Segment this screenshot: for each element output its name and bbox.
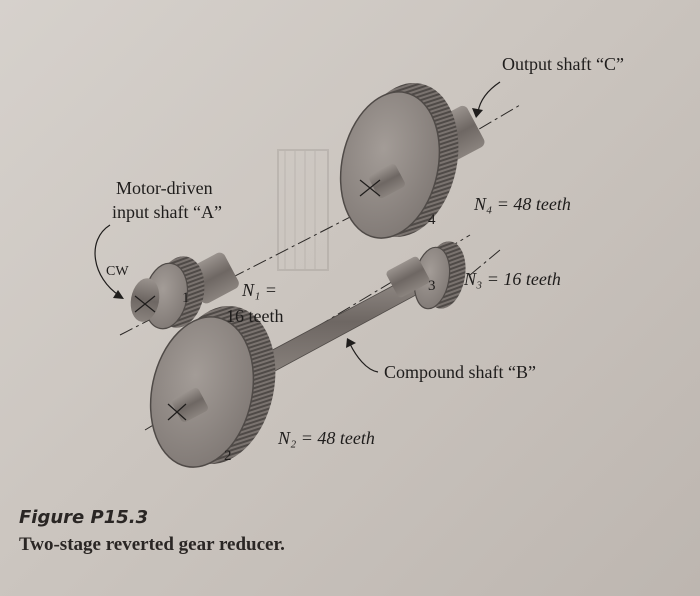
gear-2-number: 2 <box>224 448 232 464</box>
gear-1 <box>130 256 205 330</box>
gear-2 <box>149 305 276 468</box>
gear-4-number: 4 <box>428 212 436 228</box>
gear-3 <box>386 241 466 310</box>
figure-number: Figure P15.3 <box>19 507 149 528</box>
gear-3-number: 3 <box>428 278 436 294</box>
gear-4 <box>339 82 459 239</box>
gear-1-number: 1 <box>182 290 190 306</box>
compound-shaft-label: Compound shaft “B” <box>384 362 536 382</box>
figure-caption: Two-stage reverted gear reducer. <box>19 534 285 555</box>
output-shaft-label: Output shaft “C” <box>502 54 624 74</box>
leader-lines <box>94 81 501 373</box>
n3-label: N₃ = 16 teeth <box>464 269 561 289</box>
n2-label: N₂ = 48 teeth <box>278 428 375 448</box>
background-hatch <box>277 149 329 271</box>
n4-label: N₄ = 48 teeth <box>474 194 571 214</box>
n1-teeth-label: 16 teeth <box>226 306 284 326</box>
rotation-markers <box>134 179 381 421</box>
input-shaft-label: input shaft “A” <box>112 202 222 222</box>
n1-label: N₁ = <box>242 280 277 300</box>
motor-driven-label: Motor-driven <box>116 178 213 198</box>
cw-label: CW <box>106 264 129 279</box>
